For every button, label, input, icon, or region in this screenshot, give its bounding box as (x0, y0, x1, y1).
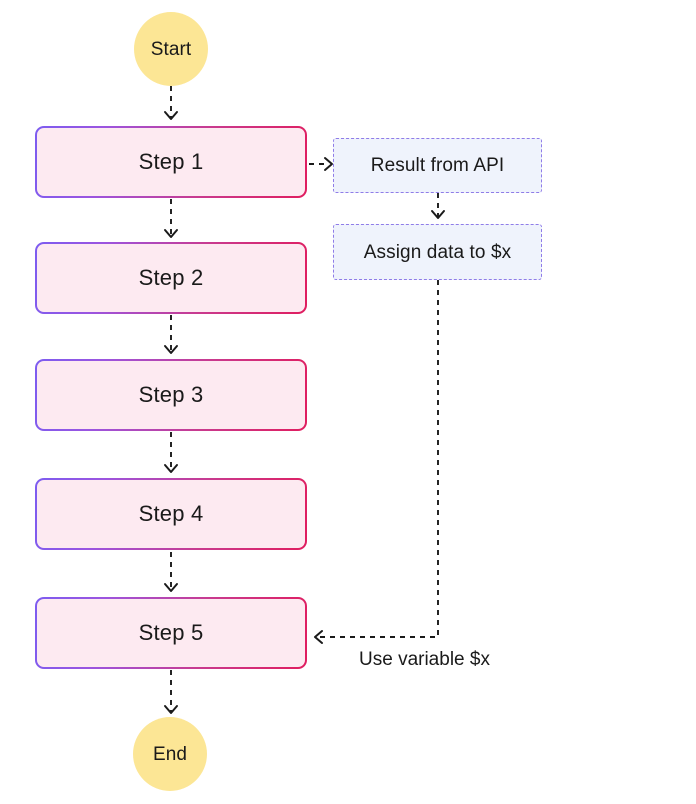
arrowhead-step3-to-step4 (164, 464, 178, 473)
node-step3-label: Step 3 (138, 382, 204, 407)
node-end[interactable]: End (133, 717, 207, 791)
arrowhead-note-assign-to-step5 (314, 630, 323, 644)
node-step5-surface: Step 5 (37, 599, 305, 667)
arrowhead-step4-to-step5 (164, 583, 178, 592)
node-end-label: End (152, 743, 188, 765)
node-step1[interactable]: Step 1 (35, 126, 307, 198)
node-step4-label: Step 4 (138, 501, 204, 526)
arrowhead-step1-to-step2 (164, 229, 178, 238)
node-step2[interactable]: Step 2 (35, 242, 307, 314)
node-step5[interactable]: Step 5 (35, 597, 307, 669)
node-start[interactable]: Start (134, 12, 208, 86)
node-step4[interactable]: Step 4 (35, 478, 307, 550)
node-note-assign-label: Assign data to $x (363, 241, 512, 263)
arrowhead-step2-to-step3 (164, 345, 178, 354)
node-step3[interactable]: Step 3 (35, 359, 307, 431)
node-note-result-label: Result from API (370, 155, 505, 176)
node-note-assign[interactable]: Assign data to $x (333, 224, 542, 280)
arrowhead-step5-to-end (164, 705, 178, 714)
arrowhead-start-to-step1 (164, 111, 178, 120)
node-step2-label: Step 2 (138, 265, 204, 290)
node-step4-surface: Step 4 (37, 480, 305, 548)
edge-label-use-variable: Use variable $x (359, 649, 490, 670)
node-note-result[interactable]: Result from API (333, 138, 542, 193)
edge-note-assign-to-step5 (320, 280, 439, 638)
arrowhead-step1-to-note-result (324, 157, 333, 171)
node-step3-surface: Step 3 (37, 361, 305, 429)
node-step1-label: Step 1 (138, 149, 204, 174)
node-step1-surface: Step 1 (37, 128, 305, 196)
node-start-label: Start (150, 38, 192, 60)
node-step2-surface: Step 2 (37, 244, 305, 312)
node-step5-label: Step 5 (138, 620, 204, 645)
arrowhead-note-result-to-note-assign (431, 210, 445, 219)
